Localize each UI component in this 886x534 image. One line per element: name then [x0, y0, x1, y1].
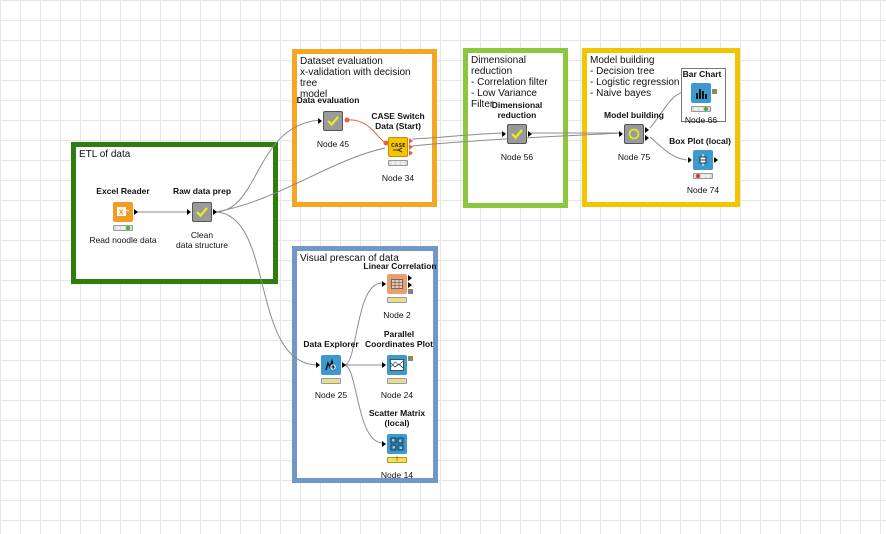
node-bar-chart-caption: Node 66 [684, 115, 718, 125]
excel-icon: X [113, 202, 133, 222]
node-case-switch-title: CASE Switch Data (Start) [371, 111, 425, 131]
output-port-1[interactable] [645, 127, 649, 133]
input-port[interactable] [382, 281, 386, 287]
output-port-2[interactable] [408, 282, 412, 288]
annotation-dataset-evaluation-text: Dataset evaluation x-validation with dec… [300, 56, 411, 100]
node-raw-data-prep-title: Raw data prep [172, 186, 232, 196]
check-icon [507, 124, 527, 144]
output-port-1[interactable] [409, 138, 413, 144]
input-port[interactable] [688, 157, 692, 163]
scatter-icon [387, 434, 407, 454]
input-port[interactable] [619, 131, 623, 137]
status-traffic-light [113, 225, 133, 231]
annotation-etl[interactable]: ETL of data [71, 142, 278, 284]
connection-model-to-boxplot [649, 136, 688, 161]
input-port[interactable] [318, 118, 322, 124]
annotation-etl-text: ETL of data [79, 149, 131, 160]
output-port[interactable] [408, 356, 413, 361]
node-box-plot-caption: Node 74 [686, 185, 720, 195]
input-port[interactable] [187, 209, 191, 215]
svg-text:X: X [119, 209, 125, 217]
output-port-3[interactable] [408, 289, 413, 294]
connection-port-orange-2 [383, 140, 389, 146]
explorer-icon [321, 355, 341, 375]
input-port[interactable] [382, 362, 386, 368]
status-traffic-light [388, 160, 408, 166]
connection-rawprep-to-case [215, 147, 386, 213]
connection-explorer-to-scatter [343, 364, 384, 444]
node-dimensional-reduction-title: Dimensional reduction [491, 100, 543, 120]
node-data-explorer-title: Data Explorer [303, 339, 359, 349]
node-data-evaluation-title: Data evaluation [296, 95, 360, 105]
output-port-1[interactable] [408, 275, 412, 281]
output-port-2[interactable] [409, 144, 413, 150]
connection-port-orange-1 [344, 117, 350, 123]
annotation-model-building-text: Model building - Decision tree - Logisti… [590, 55, 680, 99]
output-port[interactable] [712, 89, 717, 94]
status-traffic-light [387, 378, 407, 384]
node-scatter-matrix-caption: Node 14 [380, 470, 414, 480]
check-icon [323, 111, 343, 131]
table-icon [387, 274, 407, 294]
output-port[interactable] [342, 362, 346, 368]
warning-icon: ! [396, 457, 398, 463]
output-port-3[interactable] [409, 150, 413, 156]
annotation-dimensional-reduction-text: Dimensional reduction - Correlation filt… [471, 55, 548, 110]
node-case-switch-caption: Node 34 [381, 173, 415, 183]
status-traffic-light [691, 106, 711, 112]
node-model-building-title: Model building [604, 110, 664, 120]
output-port[interactable] [714, 157, 718, 163]
input-port[interactable] [502, 131, 506, 137]
input-port[interactable] [316, 362, 320, 368]
connection-explorer-to-linear [343, 282, 383, 366]
connection-rawprep-to-explorer [215, 211, 319, 366]
input-port[interactable] [382, 441, 386, 447]
status-traffic-light [387, 297, 407, 303]
node-box-plot-title: Box Plot (local) [669, 136, 731, 146]
node-parallel-coordinates-title: Parallel Coordinates Plot [364, 329, 433, 349]
node-dimensional-reduction-caption: Node 56 [500, 152, 534, 162]
check-icon [192, 202, 212, 222]
status-traffic-light [693, 173, 713, 179]
node-raw-data-prep-caption: Clean data structure [176, 230, 228, 250]
bar-chart-icon [691, 83, 711, 103]
case-icon: CASE [388, 137, 408, 157]
status-warning: ! [387, 457, 407, 463]
output-port[interactable] [213, 209, 217, 215]
node-excel-reader-caption: Read noodle data [89, 235, 157, 245]
node-scatter-matrix-title: Scatter Matrix (local) [368, 408, 426, 428]
input-port[interactable] [684, 94, 688, 100]
status-traffic-light [321, 378, 341, 384]
output-port[interactable] [528, 131, 532, 137]
box-plot-icon [693, 150, 713, 170]
node-linear-correlation-caption: Node 2 [383, 310, 411, 320]
node-parallel-coordinates-caption: Node 24 [380, 390, 414, 400]
output-port[interactable] [134, 209, 138, 215]
annotation-dataset-evaluation[interactable]: Dataset evaluation x-validation with dec… [292, 49, 437, 207]
node-linear-correlation-title: Linear Correlation [363, 261, 437, 271]
node-data-evaluation-caption: Node 45 [316, 139, 350, 149]
connection-case-to-dimred [411, 132, 506, 140]
parallel-icon [387, 355, 407, 375]
node-bar-chart-title: Bar Chart [682, 69, 722, 79]
node-data-explorer-caption: Node 25 [314, 390, 348, 400]
connection-rawprep-to-dataeval [215, 119, 321, 213]
circle-icon [624, 124, 644, 144]
output-port-2[interactable] [645, 135, 649, 141]
connection-model-to-barchart [649, 91, 685, 129]
node-model-building-caption: Node 75 [617, 152, 651, 162]
svg-text:CASE: CASE [391, 143, 406, 149]
annotation-visual-prescan-text: Visual prescan of data [300, 253, 399, 264]
node-excel-reader-title: Excel Reader [96, 186, 150, 196]
